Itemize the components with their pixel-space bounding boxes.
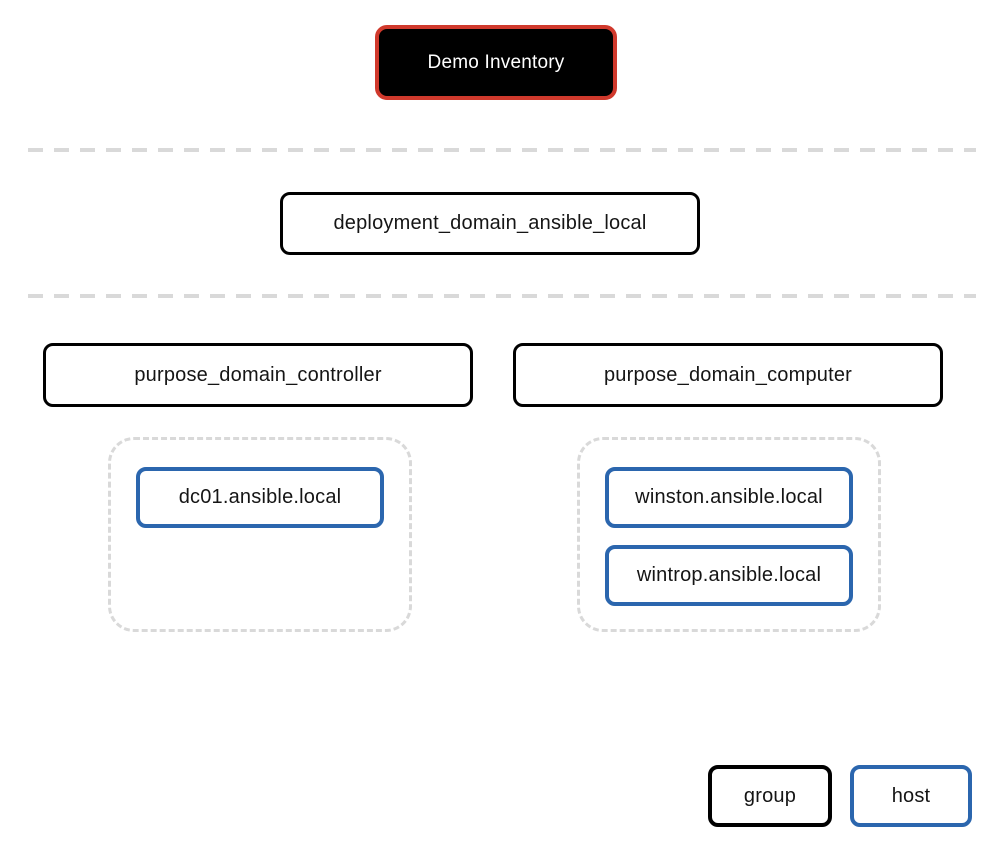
inventory-node[interactable]: Demo Inventory [375,25,617,100]
group-node-deployment-domain-ansible-local[interactable]: deployment_domain_ansible_local [280,192,700,255]
host-container-computer: winston.ansible.local wintrop.ansible.lo… [577,437,881,632]
host-node-dc01[interactable]: dc01.ansible.local [136,467,384,528]
host-node-wintrop[interactable]: wintrop.ansible.local [605,545,853,606]
legend-group-key: group [708,765,832,827]
host-node-winston[interactable]: winston.ansible.local [605,467,853,528]
group-node-purpose-domain-controller[interactable]: purpose_domain_controller [43,343,473,407]
tier-separator-2 [28,294,976,298]
legend-host-key: host [850,765,972,827]
group-node-purpose-domain-computer[interactable]: purpose_domain_computer [513,343,943,407]
host-container-controller: dc01.ansible.local [108,437,412,632]
tier-separator-1 [28,148,976,152]
